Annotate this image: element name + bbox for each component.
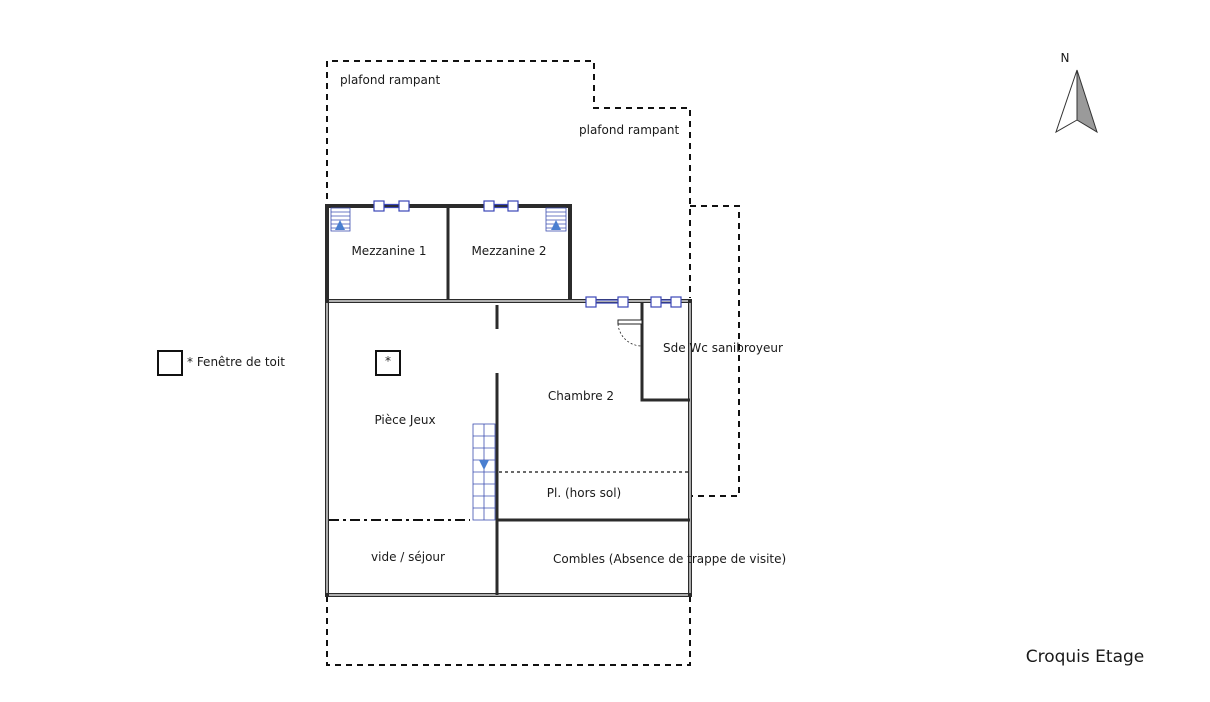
room-label-combles: Combles (Absence de trappe de visite) <box>553 552 786 566</box>
room-label-chambre-2: Chambre 2 <box>548 389 614 403</box>
room-label-placard: Pl. (hors sol) <box>547 486 621 500</box>
bathroom-door <box>617 319 643 325</box>
roof-envelope-outline <box>326 60 691 298</box>
room-label-vide-sejour: vide / séjour <box>371 550 445 564</box>
room-label-plafond-rampant-1: plafond rampant <box>340 73 440 87</box>
window-mezzanine-1 <box>373 200 410 212</box>
roof-envelope-south <box>326 596 691 666</box>
legend-label: * Fenêtre de toit <box>187 355 285 369</box>
room-label-plafond-rampant-2: plafond rampant <box>579 123 679 137</box>
room-label-mezzanine-2: Mezzanine 2 <box>471 244 546 258</box>
room-label-piece-jeux: Pièce Jeux <box>374 413 435 427</box>
main-staircase <box>472 423 496 521</box>
stair-down-arrow-icon <box>479 460 489 470</box>
roof-envelope-east <box>690 205 740 497</box>
legend-skylight-symbol <box>157 350 183 376</box>
door-swing-arc <box>617 323 643 347</box>
stair-up-arrow-icon <box>551 220 561 230</box>
stair-mezzanine-2 <box>545 207 567 232</box>
stair-mezzanine-1 <box>330 207 351 232</box>
skylight-symbol <box>375 350 401 376</box>
window-mezzanine-2 <box>483 200 519 212</box>
room-label-sde-wc: Sde Wc sanibroyeur <box>663 341 783 355</box>
window-chambre-2 <box>585 296 629 308</box>
window-bathroom <box>650 296 682 308</box>
stair-up-arrow-icon <box>335 220 345 230</box>
skylight-marker: * <box>385 354 391 368</box>
north-arrow-icon <box>1055 69 1098 134</box>
bathroom-walls <box>640 303 690 402</box>
north-label: N <box>1061 51 1070 65</box>
plan-title: Croquis Etage <box>1026 647 1145 667</box>
room-label-mezzanine-1: Mezzanine 1 <box>351 244 426 258</box>
